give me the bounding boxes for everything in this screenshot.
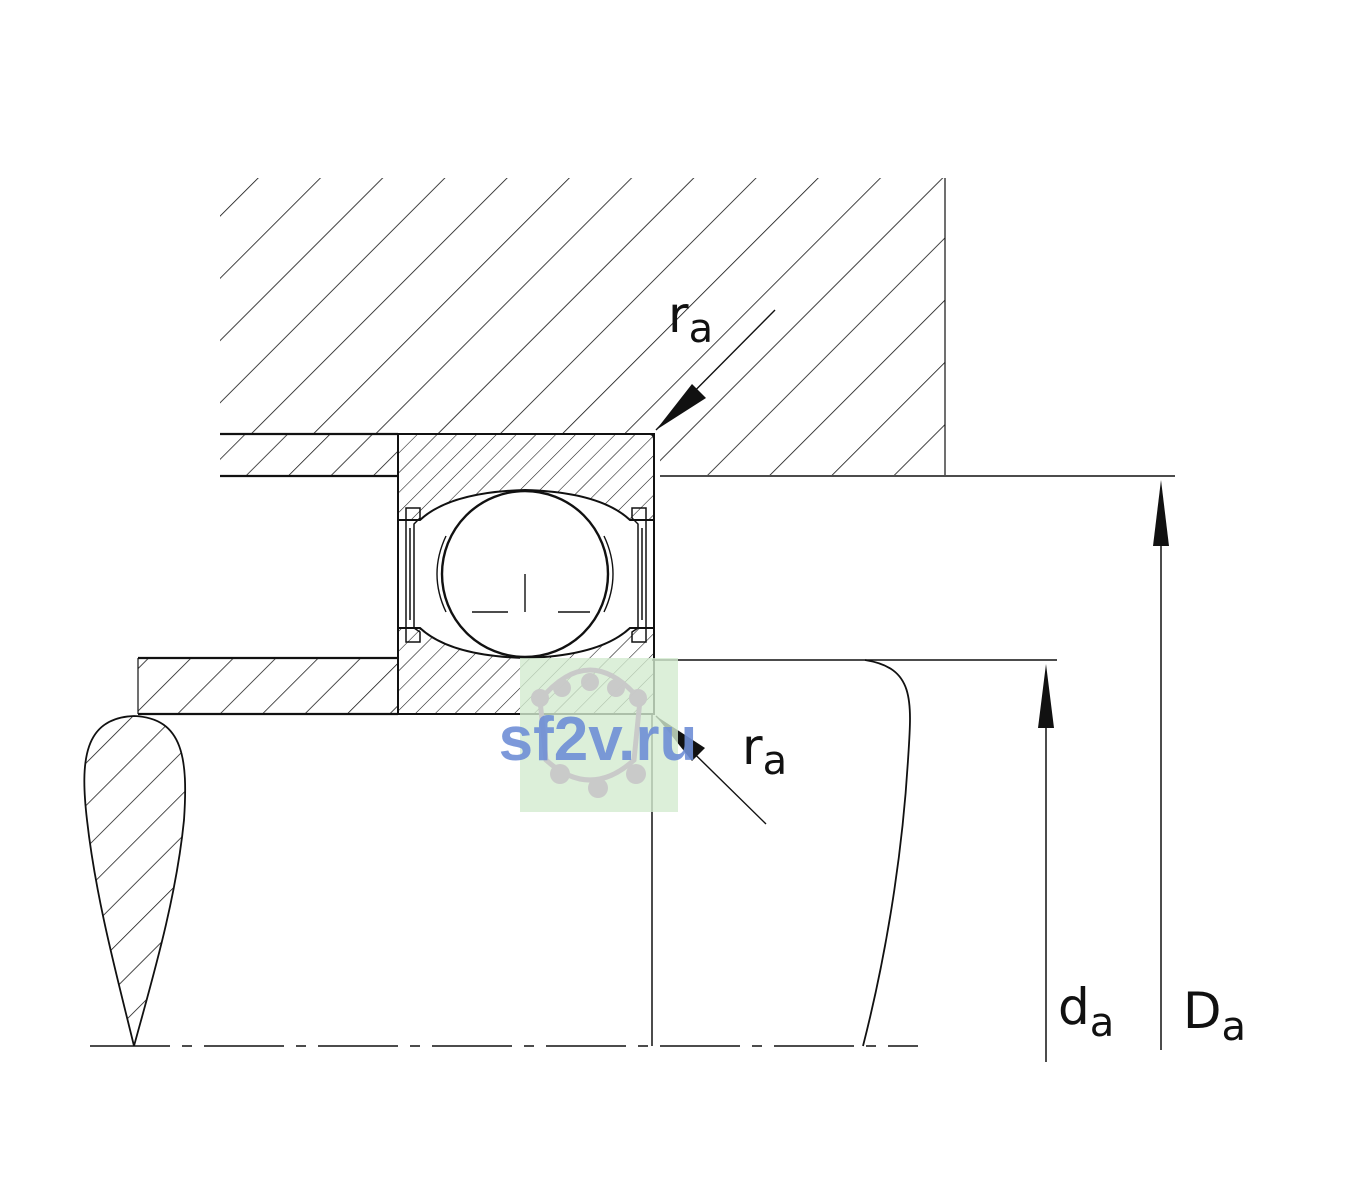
seal-right (631, 507, 647, 643)
watermark: sf2v.ru (499, 658, 698, 812)
label-ra-top: ra (668, 286, 713, 352)
label-ra-bottom: ra (742, 718, 787, 784)
shaft-shoulder-band (137, 656, 398, 716)
cage-left (436, 535, 447, 613)
seal-left (405, 507, 421, 643)
shaft-right-break (862, 659, 911, 1047)
housing (220, 178, 946, 475)
cage-right (603, 535, 614, 613)
watermark-text: sf2v.ru (499, 705, 698, 774)
housing-bore-band (220, 432, 398, 478)
Da-dimension (1153, 480, 1169, 1050)
watermark-bearing-icon (531, 667, 647, 798)
shaft-break-section (83, 715, 187, 1047)
label-da: da (1058, 978, 1114, 1046)
ra-top-leader (655, 309, 776, 431)
label-Da: Da (1183, 982, 1246, 1050)
da-dimension (1038, 664, 1054, 1062)
